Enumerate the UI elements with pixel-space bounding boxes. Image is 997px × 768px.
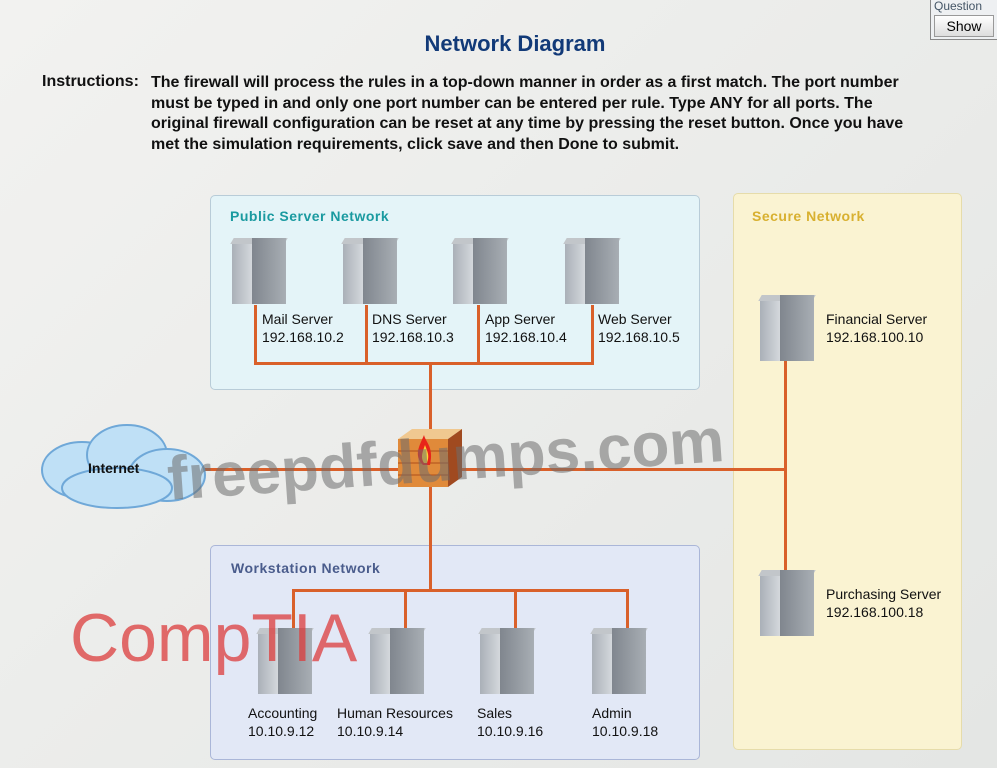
link-line <box>404 589 407 629</box>
purchasing-server-icon[interactable] <box>758 570 816 636</box>
firewall-icon[interactable] <box>398 425 462 487</box>
instructions-text: The firewall will process the rules in a… <box>151 74 904 153</box>
secure-network-title: Secure Network <box>752 208 865 224</box>
internet-cloud-icon[interactable] <box>32 420 212 512</box>
link-line <box>477 305 480 365</box>
accounting-host-icon[interactable] <box>256 628 314 694</box>
mail-server-icon[interactable] <box>230 238 288 304</box>
web-server-icon[interactable] <box>563 238 621 304</box>
link-line <box>254 305 257 365</box>
watermark-comptia: CompTIA <box>70 600 358 676</box>
secure-bus-line <box>784 330 787 605</box>
link-line <box>365 305 368 365</box>
hr-host-icon[interactable] <box>368 628 426 694</box>
link-line <box>514 589 517 629</box>
internet-secure-line <box>150 468 786 471</box>
public-bus-line <box>254 362 594 365</box>
app-server-icon[interactable] <box>451 238 509 304</box>
public-network-title: Public Server Network <box>230 208 390 224</box>
financial-server-icon[interactable] <box>758 295 816 361</box>
dns-server-icon[interactable] <box>341 238 399 304</box>
link-line <box>591 305 594 365</box>
admin-host-icon[interactable] <box>590 628 648 694</box>
watermark-freepdfdumps: freepdfdumps.com <box>165 406 727 514</box>
show-button[interactable]: Show <box>934 15 994 37</box>
instructions-label: Instructions: <box>42 73 139 90</box>
workstation-bus-line <box>292 589 629 592</box>
secure-network: Secure Network <box>733 193 962 750</box>
link-line <box>292 589 295 629</box>
page-title: Network Diagram <box>424 31 606 56</box>
question-panel: Question Show <box>930 0 997 40</box>
workstation-network-title: Workstation Network <box>231 560 381 576</box>
link-line <box>626 589 629 629</box>
sales-host-icon[interactable] <box>478 628 536 694</box>
question-label: Question <box>934 0 983 13</box>
internet-label: Internet <box>88 460 140 476</box>
